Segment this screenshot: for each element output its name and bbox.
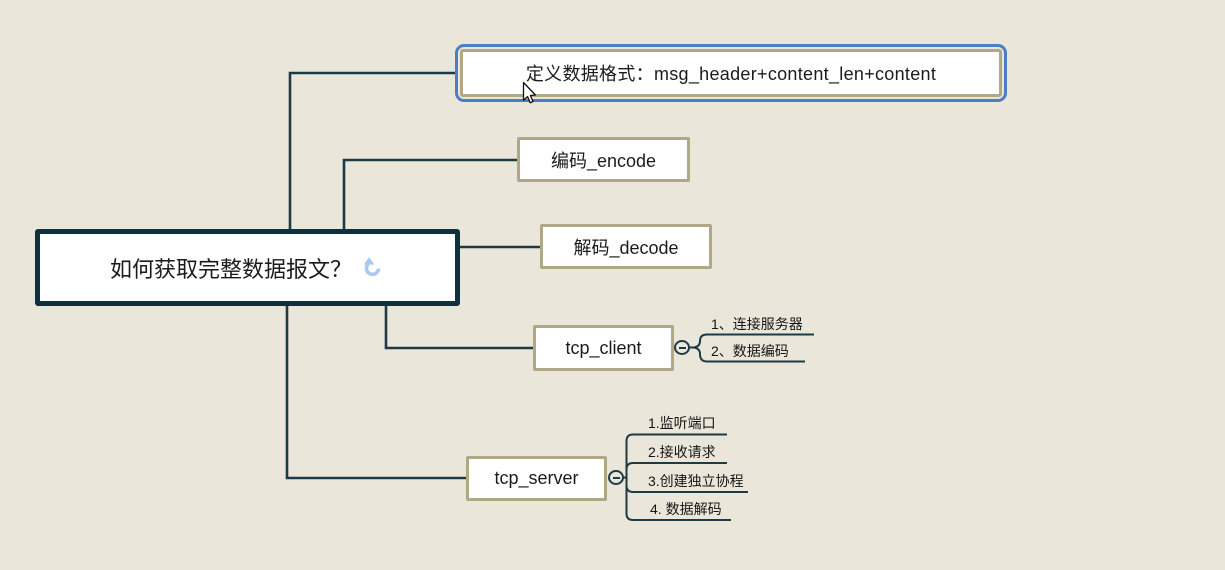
collapse-toggle-tcp-client[interactable] — [674, 340, 690, 355]
subtopic-tcp-client-1[interactable]: 1、连接服务器 — [711, 316, 803, 332]
connector-root-to-tcp-client — [384, 303, 534, 350]
minus-icon — [612, 476, 620, 479]
curved-up-arrow-icon — [363, 256, 381, 276]
subtopic-tcp-server-4[interactable]: 4. 数据解码 — [650, 501, 722, 517]
topic-encode[interactable]: 编码_encode — [517, 137, 690, 182]
topic-tcp-server[interactable]: tcp_server — [466, 456, 607, 501]
subtopic-tcp-server-2[interactable]: 2.接收请求 — [648, 444, 716, 460]
minus-icon — [678, 346, 686, 349]
topic-tcp-server-label: tcp_server — [494, 468, 579, 488]
subtopic-tcp-server-1[interactable]: 1.监听端口 — [648, 415, 716, 431]
topic-tcp-client[interactable]: tcp_client — [533, 325, 674, 371]
mouse-cursor-icon — [522, 81, 537, 104]
topic-define-format[interactable]: 定义数据格式：msg_header+content_len+content — [455, 44, 1007, 102]
root-topic-label: 如何获取完整数据报文？ — [109, 256, 352, 282]
topic-define-format-label: 定义数据格式：msg_header+content_len+content — [525, 64, 937, 84]
connector-root-to-encode — [342, 158, 518, 232]
subtopic-tcp-server-3[interactable]: 3.创建独立协程 — [648, 473, 744, 489]
topic-decode-label: 解码_decode — [573, 237, 679, 258]
topic-encode-label: 编码_encode — [550, 150, 657, 171]
subtopic-tcp-client-2[interactable]: 2、数据编码 — [711, 343, 789, 359]
connector-root-to-tcp-server — [285, 303, 467, 480]
bracket-tcp-server — [622, 433, 748, 521]
collapse-toggle-tcp-server[interactable] — [608, 470, 624, 485]
connector-root-to-define-format — [288, 71, 456, 232]
topic-tcp-client-label: tcp_client — [565, 337, 642, 358]
topic-decode[interactable]: 解码_decode — [540, 224, 712, 269]
root-topic[interactable]: 如何获取完整数据报文？ — [35, 229, 460, 306]
